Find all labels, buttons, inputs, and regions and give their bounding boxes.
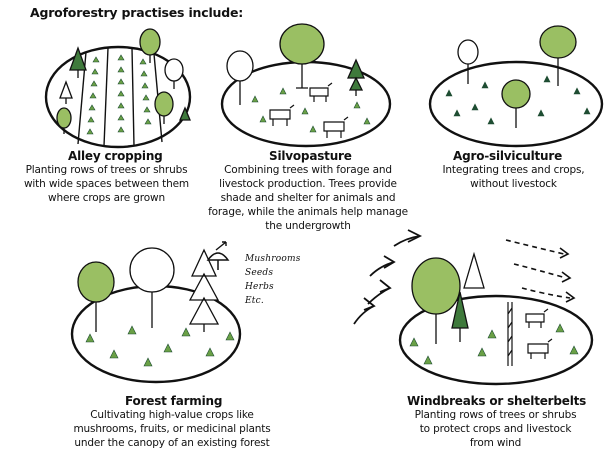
forest-arrow-icon bbox=[215, 241, 227, 251]
description-line: Combining trees with forage and bbox=[224, 164, 392, 176]
agro-crops bbox=[445, 75, 591, 125]
description-line: where crops are grown bbox=[48, 192, 165, 204]
forest-product-item: Herbs bbox=[245, 282, 274, 292]
description-line: Planting rows of trees or shrubs bbox=[25, 164, 188, 176]
forest-farming-illustration bbox=[70, 241, 242, 384]
description-line: Integrating trees and crops, bbox=[442, 164, 585, 176]
windbreak-livestock bbox=[525, 308, 553, 359]
forest-farming-title: Forest farming bbox=[125, 394, 223, 408]
description-line: mushrooms, fruits, or medicinal plants bbox=[73, 423, 271, 435]
forest-product-item: Etc. bbox=[245, 296, 264, 306]
forest-products-list: Mushrooms Seeds Herbs Etc. bbox=[245, 252, 301, 308]
windbreaks-illustration bbox=[353, 229, 594, 386]
description-line: livestock production. Trees provide bbox=[219, 178, 397, 190]
silvopasture-title: Silvopasture bbox=[269, 149, 352, 163]
description-line: forage, while the animals help manage bbox=[208, 206, 408, 218]
forest-trees bbox=[77, 247, 220, 332]
alley-row-lines bbox=[77, 47, 163, 147]
description-line: Cultivating high-value crops like bbox=[90, 409, 254, 421]
alley-tree-row-right bbox=[139, 28, 191, 124]
agro-field-ellipse bbox=[428, 60, 604, 148]
forest-product-item: Mushrooms bbox=[245, 254, 301, 264]
silvopasture-description: Combining trees with forage and livestoc… bbox=[203, 163, 413, 233]
description-line: Planting rows of trees or shrubs bbox=[414, 409, 577, 421]
alley-crop-rows bbox=[86, 54, 152, 135]
page-heading: Agroforestry practises include: bbox=[30, 5, 244, 20]
wind-arrows-right bbox=[505, 239, 571, 299]
alley-tree-row-left bbox=[56, 46, 87, 134]
agro-silviculture-illustration bbox=[428, 25, 604, 148]
silvopasture-trees bbox=[226, 23, 366, 105]
description-line: under the canopy of an existing forest bbox=[74, 437, 270, 449]
description-line: without livestock bbox=[470, 178, 557, 190]
forest-farming-description: Cultivating high-value crops like mushro… bbox=[62, 408, 282, 450]
windbreaks-title: Windbreaks or shelterbelts bbox=[407, 394, 587, 408]
wind-arrowheads-right bbox=[559, 247, 576, 303]
description-line: the undergrowth bbox=[265, 220, 351, 232]
windbreak-fence bbox=[507, 302, 513, 366]
silvopasture-illustration bbox=[220, 23, 392, 148]
alley-cropping-description: Planting rows of trees or shrubs with wi… bbox=[14, 163, 199, 205]
wind-arrows-left bbox=[353, 229, 423, 325]
alley-cropping-illustration bbox=[44, 28, 192, 149]
forest-mushroom-icon bbox=[206, 252, 230, 270]
description-line: shade and shelter for animals and bbox=[220, 192, 396, 204]
silvopasture-forage bbox=[251, 87, 371, 133]
alley-field-ellipse bbox=[44, 45, 192, 149]
windbreaks-field-ellipse bbox=[398, 294, 594, 386]
description-line: with wide spaces between them bbox=[23, 178, 190, 190]
windbreaks-description: Planting rows of trees or shrubs to prot… bbox=[398, 408, 593, 450]
silvopasture-animals bbox=[269, 82, 349, 138]
alley-cropping-title: Alley cropping bbox=[68, 149, 163, 163]
description-line: to protect crops and livestock bbox=[419, 423, 572, 435]
agro-trees bbox=[457, 25, 577, 128]
windbreak-crops bbox=[409, 323, 579, 365]
forest-product-item: Seeds bbox=[245, 268, 274, 278]
agro-silviculture-description: Integrating trees and crops, without liv… bbox=[436, 163, 591, 191]
forest-understory-plants bbox=[85, 325, 235, 367]
windbreak-trees bbox=[411, 251, 485, 344]
description-line: from wind bbox=[469, 437, 522, 449]
agro-silviculture-title: Agro-silviculture bbox=[453, 149, 563, 163]
